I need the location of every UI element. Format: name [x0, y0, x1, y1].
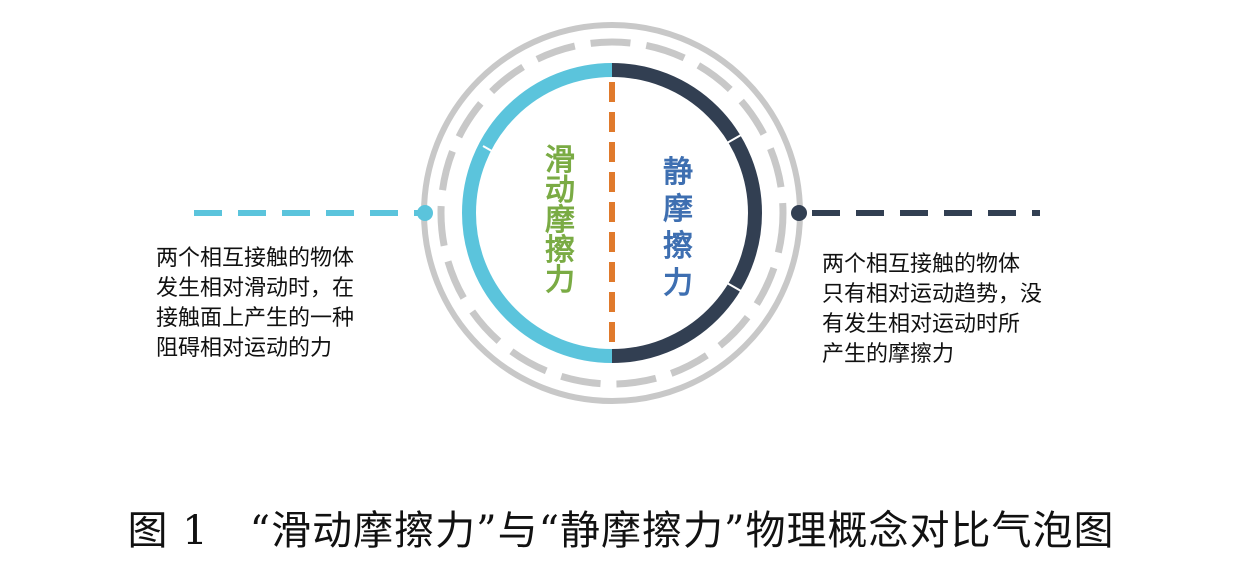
label-char: 擦	[663, 229, 693, 264]
comparison-bubble-diagram: 滑动摩擦力 静摩擦力	[194, 22, 1040, 404]
right-connector-dot	[791, 205, 807, 221]
label-char: 摩	[663, 192, 693, 227]
arc-tick	[726, 134, 742, 144]
left-description-line: 阻碍相对运动的力	[156, 336, 333, 361]
right-half-arc	[611, 63, 762, 363]
right-description-line: 产生的摩擦力	[822, 342, 955, 367]
label-char: 动	[545, 173, 575, 208]
left-half-arc	[462, 63, 613, 363]
right-description-line: 只有相对运动趋势，没	[822, 282, 1043, 307]
left-bubble-label: 滑动摩擦力	[545, 143, 575, 298]
left-description-line: 两个相互接触的物体	[156, 246, 355, 271]
left-description-line: 发生相对滑动时，在	[156, 276, 355, 301]
left-description-line: 接触面上产生的一种	[156, 306, 355, 331]
label-char: 摩	[545, 203, 575, 238]
dashed-ring	[437, 38, 787, 388]
arc-tick	[726, 282, 742, 292]
right-bubble-label: 静摩擦力	[663, 155, 693, 301]
left-connector-dot	[417, 205, 433, 221]
label-char: 力	[663, 266, 693, 301]
label-char: 力	[545, 263, 575, 298]
left-description: 两个相互接触的物体发生相对滑动时，在接触面上产生的一种阻碍相对运动的力	[156, 244, 354, 364]
right-description-line: 两个相互接触的物体	[822, 252, 1021, 277]
arc-tick	[482, 145, 498, 155]
figure-caption: 图 1 “滑动摩擦力”与“静摩擦力”物理概念对比气泡图	[127, 508, 1115, 554]
right-description-line: 有发生相对运动时所	[822, 312, 1021, 337]
right-description: 两个相互接触的物体只有相对运动趋势，没有发生相对运动时所产生的摩擦力	[822, 250, 1042, 370]
label-char: 滑	[545, 143, 575, 178]
label-char: 擦	[545, 233, 575, 268]
label-char: 静	[663, 155, 693, 190]
